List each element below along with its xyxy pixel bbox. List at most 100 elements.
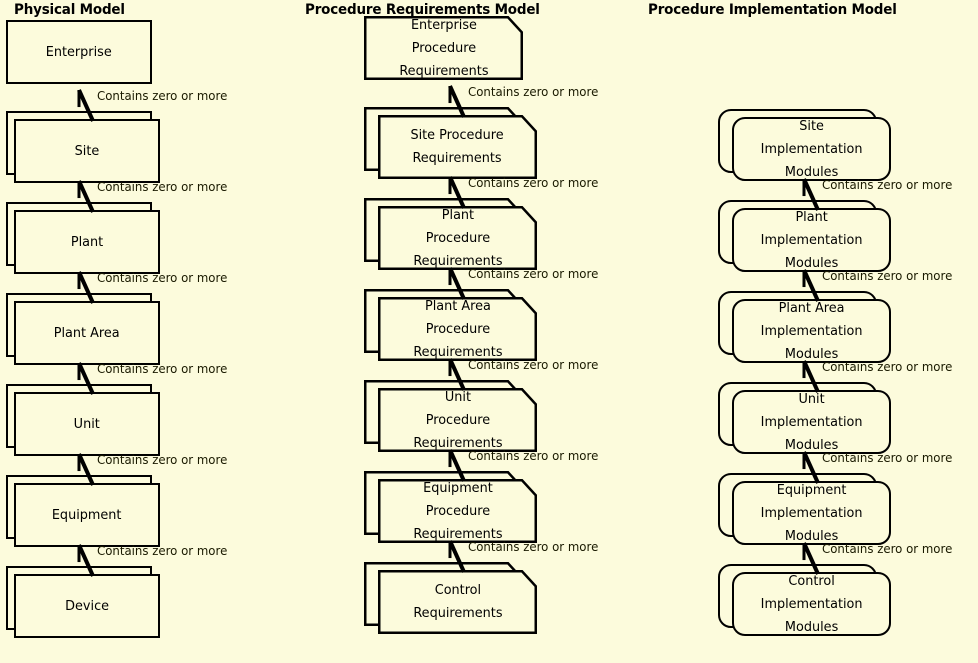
connector-line [801, 360, 820, 393]
node-implementation-5[interactable]: Control Implementation Modules [718, 564, 891, 636]
node-requirements-0[interactable]: Enterprise Procedure Requirements [364, 16, 537, 88]
connector-line [77, 271, 95, 304]
connector-implementation-4 [792, 542, 836, 575]
node-outline [364, 289, 537, 361]
node-physical-5[interactable]: Equipment [6, 475, 160, 547]
node-face: Site Procedure Requirements [378, 115, 537, 179]
node-face: Device [14, 574, 160, 638]
connector-line [77, 544, 95, 577]
connector-requirements-4 [438, 449, 482, 482]
node-label: Plant Procedure Requirements [412, 206, 503, 269]
connector-line [801, 269, 820, 302]
connector-implementation-3 [792, 451, 836, 484]
node-face: Unit Procedure Requirements [378, 388, 537, 452]
connector-line [447, 358, 466, 391]
connector-label-physical-0: Contains zero or more [97, 88, 228, 103]
connector-label-requirements-1: Contains zero or more [467, 175, 598, 190]
connector-label-requirements-3: Contains zero or more [467, 357, 598, 372]
node-face: Control Implementation Modules [732, 572, 891, 636]
connector-physical-4 [67, 453, 111, 486]
connector-label-requirements-4: Contains zero or more [467, 448, 598, 463]
node-face: Plant Area Implementation Modules [732, 299, 891, 363]
node-requirements-5[interactable]: Equipment Procedure Requirements [364, 471, 537, 543]
node-requirements-3[interactable]: Plant Area Procedure Requirements [364, 289, 537, 361]
connector-line [447, 267, 466, 300]
node-label: Control Requirements [412, 582, 503, 621]
node-label: Plant Implementation Modules [760, 208, 863, 271]
node-outline [364, 380, 537, 452]
connector-line [77, 453, 95, 486]
connector-line [801, 451, 820, 484]
node-label: Unit Procedure Requirements [412, 388, 503, 451]
node-face: Plant Implementation Modules [732, 208, 891, 272]
node-face: Plant [14, 210, 160, 274]
node-physical-6[interactable]: Device [6, 566, 160, 638]
node-face: Plant Procedure Requirements [378, 206, 537, 270]
connector-label-requirements-2: Contains zero or more [467, 266, 598, 281]
node-label: Site Implementation Modules [760, 117, 863, 180]
column-title-procedure-requirements-model: Procedure Requirements Model [305, 2, 540, 18]
connector-label-implementation-0: Contains zero or more [821, 177, 952, 192]
connector-line [801, 178, 820, 211]
connector-requirements-2 [438, 267, 482, 300]
connector-label-physical-4: Contains zero or more [97, 452, 228, 467]
node-requirements-2[interactable]: Plant Procedure Requirements [364, 198, 537, 270]
connector-label-requirements-0: Contains zero or more [467, 84, 598, 99]
connector-label-physical-1: Contains zero or more [97, 179, 228, 194]
connector-requirements-3 [438, 358, 482, 391]
node-face: Enterprise Procedure Requirements [364, 16, 523, 80]
node-label: Site Procedure Requirements [410, 127, 505, 166]
node-implementation-4[interactable]: Equipment Implementation Modules [718, 473, 891, 545]
node-face: Enterprise [6, 20, 152, 84]
node-label: Equipment Procedure Requirements [412, 479, 503, 542]
column-title-physical-model: Physical Model [14, 2, 125, 18]
connector-line [801, 542, 820, 575]
connector-label-implementation-3: Contains zero or more [821, 450, 952, 465]
node-label: Site [74, 142, 100, 159]
node-label: Unit [73, 415, 101, 432]
connector-label-implementation-4: Contains zero or more [821, 541, 952, 556]
connector-implementation-1 [792, 269, 836, 302]
node-outline [364, 107, 537, 179]
node-physical-3[interactable]: Plant Area [6, 293, 160, 365]
node-physical-1[interactable]: Site [6, 111, 160, 183]
connector-label-physical-3: Contains zero or more [97, 361, 228, 376]
node-label: Equipment Implementation Modules [760, 481, 863, 544]
node-label: Plant [70, 233, 104, 250]
column-title-procedure-implementation-model: Procedure Implementation Model [648, 2, 897, 18]
connector-line [447, 176, 466, 209]
connector-line [77, 89, 95, 122]
node-outline [364, 198, 537, 270]
connector-label-implementation-1: Contains zero or more [821, 268, 952, 283]
connector-implementation-2 [792, 360, 836, 393]
node-face: Plant Area Procedure Requirements [378, 297, 537, 361]
node-outline [364, 16, 523, 80]
node-physical-2[interactable]: Plant [6, 202, 160, 274]
node-face: Equipment Procedure Requirements [378, 479, 537, 543]
node-implementation-1[interactable]: Plant Implementation Modules [718, 200, 891, 272]
node-implementation-2[interactable]: Plant Area Implementation Modules [718, 291, 891, 363]
connector-line [77, 362, 95, 395]
node-requirements-1[interactable]: Site Procedure Requirements [364, 107, 537, 179]
connector-physical-2 [67, 271, 111, 304]
node-requirements-6[interactable]: Control Requirements [364, 562, 537, 634]
connector-label-physical-5: Contains zero or more [97, 543, 228, 558]
connector-physical-5 [67, 544, 111, 577]
node-label: Plant Area Implementation Modules [760, 299, 863, 362]
connector-label-physical-2: Contains zero or more [97, 270, 228, 285]
connector-requirements-0 [438, 85, 482, 118]
node-label: Control Implementation Modules [760, 572, 863, 635]
node-label: Equipment [52, 506, 122, 523]
node-face: Site Implementation Modules [732, 117, 891, 181]
node-implementation-3[interactable]: Unit Implementation Modules [718, 382, 891, 454]
connector-implementation-0 [792, 178, 836, 211]
node-physical-4[interactable]: Unit [6, 384, 160, 456]
connector-line [447, 449, 466, 482]
node-label: Enterprise Procedure Requirements [398, 16, 489, 79]
node-physical-0[interactable]: Enterprise [6, 20, 160, 92]
node-label: Enterprise [46, 43, 112, 60]
node-face: Control Requirements [378, 570, 537, 634]
node-implementation-0[interactable]: Site Implementation Modules [718, 109, 891, 181]
node-label: Plant Area [54, 324, 120, 341]
node-requirements-4[interactable]: Unit Procedure Requirements [364, 380, 537, 452]
